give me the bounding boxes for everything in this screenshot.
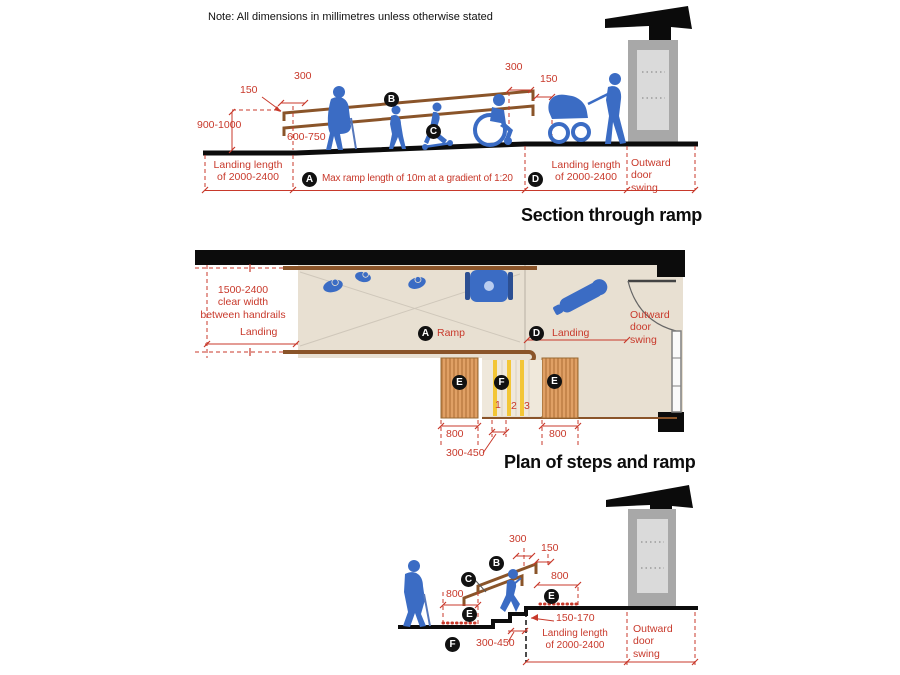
clear-width-label: 1500-2400 clear width between handrails — [200, 284, 286, 321]
steps-dim-300: 300 — [509, 533, 527, 545]
door-swing-label-plan: Outward door swing — [630, 309, 670, 346]
steps-dim-150-170: 150-170 — [556, 612, 595, 624]
adult-pushing-pram-figure — [599, 73, 626, 144]
child-figure — [389, 105, 406, 149]
landing-left-label: Landing length of 2000-2400 — [213, 159, 283, 184]
steps-section-drawing — [398, 485, 699, 668]
mobility-scooter-top-view — [553, 279, 608, 315]
step-number-2: 2 — [511, 400, 517, 412]
steps-users-figures — [403, 560, 522, 627]
ramp-ground-line — [203, 141, 698, 156]
badge-b: B — [384, 92, 399, 107]
badge-f-steps: F — [445, 637, 460, 652]
pedestrian-top-view — [408, 276, 426, 289]
dim-600-750: 600-750 — [287, 131, 326, 143]
steps-handrail-lower — [462, 573, 524, 606]
step-nosing-3 — [520, 360, 524, 416]
door-panel-bottom — [637, 519, 668, 593]
badge-c: C — [426, 124, 441, 139]
steps-dim-150: 150 — [541, 542, 559, 554]
dim-900-1000: 900-1000 — [197, 119, 242, 131]
badge-a-plan: A — [418, 326, 433, 341]
plan-wall — [195, 250, 657, 265]
canopy-top — [605, 6, 692, 45]
pedestrian-top-view — [323, 278, 343, 293]
pedestrian-top-view — [355, 271, 371, 283]
tactile-paving-right — [541, 357, 579, 419]
plan-landing-left-label: Landing — [240, 326, 278, 338]
plan-dimensions — [195, 264, 631, 454]
section-ramp-title: Section through ramp — [521, 205, 703, 225]
dim-300-left: 300 — [294, 70, 312, 82]
badge-d-plan: D — [529, 326, 544, 341]
step-nosing-1 — [493, 360, 497, 416]
plan-wall-bottom-block — [658, 412, 684, 432]
badge-e-left: E — [452, 375, 467, 390]
step-number-1: 1 — [495, 399, 501, 411]
plan-landing-right-label: Landing — [552, 327, 590, 339]
door-dots-bottom — [641, 541, 664, 569]
dimensions-note: Note: All dimensions in millimetres unle… — [208, 11, 493, 23]
badge-b-steps: B — [489, 556, 504, 571]
plan-glazing — [671, 330, 682, 413]
steps-section-dimensions — [439, 548, 699, 668]
plan-dim-800-left: 800 — [446, 428, 464, 440]
steps-plan — [482, 360, 542, 416]
plan-drawing — [195, 250, 685, 454]
plan-users-figures — [323, 270, 608, 315]
door-swing-label-top: Outward door swing — [631, 157, 671, 194]
plan-ramp-label: Ramp — [437, 327, 466, 339]
wheelchair-user-figure — [473, 94, 513, 147]
dim-150-right: 150 — [540, 73, 558, 85]
badge-e-right: E — [547, 374, 562, 389]
plan-glazing-dividers — [672, 357, 681, 387]
badge-e-steps-lower: E — [462, 607, 477, 622]
badge-c-leader — [474, 579, 487, 593]
dim-150-left: 150 — [240, 84, 258, 96]
steps-dim-800-left: 800 — [446, 588, 464, 600]
steps-ground-line — [398, 606, 698, 629]
handrail-lower — [282, 104, 535, 136]
steps-dim-300-450: 300-450 — [476, 637, 515, 649]
plan-surface — [298, 265, 683, 418]
plan-door-swing-arc — [627, 280, 677, 332]
plan-dim-300-450: 300-450 — [446, 447, 485, 459]
child-climbing-steps-figure — [500, 569, 522, 612]
steps-landing-label: Landing length of 2000-2400 — [542, 628, 608, 651]
badge-e-steps-landing: E — [544, 589, 559, 604]
step-nosing-2 — [507, 360, 511, 416]
pram-figure — [548, 94, 605, 144]
handrail-upper — [282, 89, 535, 121]
door-swing-label-bottom: Outward door swing — [633, 623, 673, 660]
plan-wall-corner — [657, 250, 685, 277]
badge-c-steps: C — [461, 572, 476, 587]
steps-dim-800-top: 800 — [551, 570, 569, 582]
steps-handrail-upper — [476, 561, 538, 594]
step-number-3: 3 — [524, 400, 530, 412]
ramp-section-dimensions — [201, 86, 699, 194]
badge-f-plan: F — [494, 375, 509, 390]
landing-right-label: Landing length of 2000-2400 — [551, 159, 621, 184]
dim-300-right: 300 — [505, 61, 523, 73]
adult-with-stick-figure — [326, 86, 357, 150]
badge-d: D — [528, 172, 543, 187]
elderly-with-stick-figure — [403, 560, 431, 627]
ramp-gradient-note: Max ramp length of 10m at a gradient of … — [322, 173, 513, 184]
ramp-section-drawing — [201, 6, 699, 194]
door-dots-top — [642, 71, 665, 99]
wheelchair-top-view — [465, 270, 513, 302]
plan-dim-800-right: 800 — [549, 428, 567, 440]
door-panel-top — [637, 50, 669, 130]
badge-a: A — [302, 172, 317, 187]
plan-title: Plan of steps and ramp — [504, 452, 696, 472]
